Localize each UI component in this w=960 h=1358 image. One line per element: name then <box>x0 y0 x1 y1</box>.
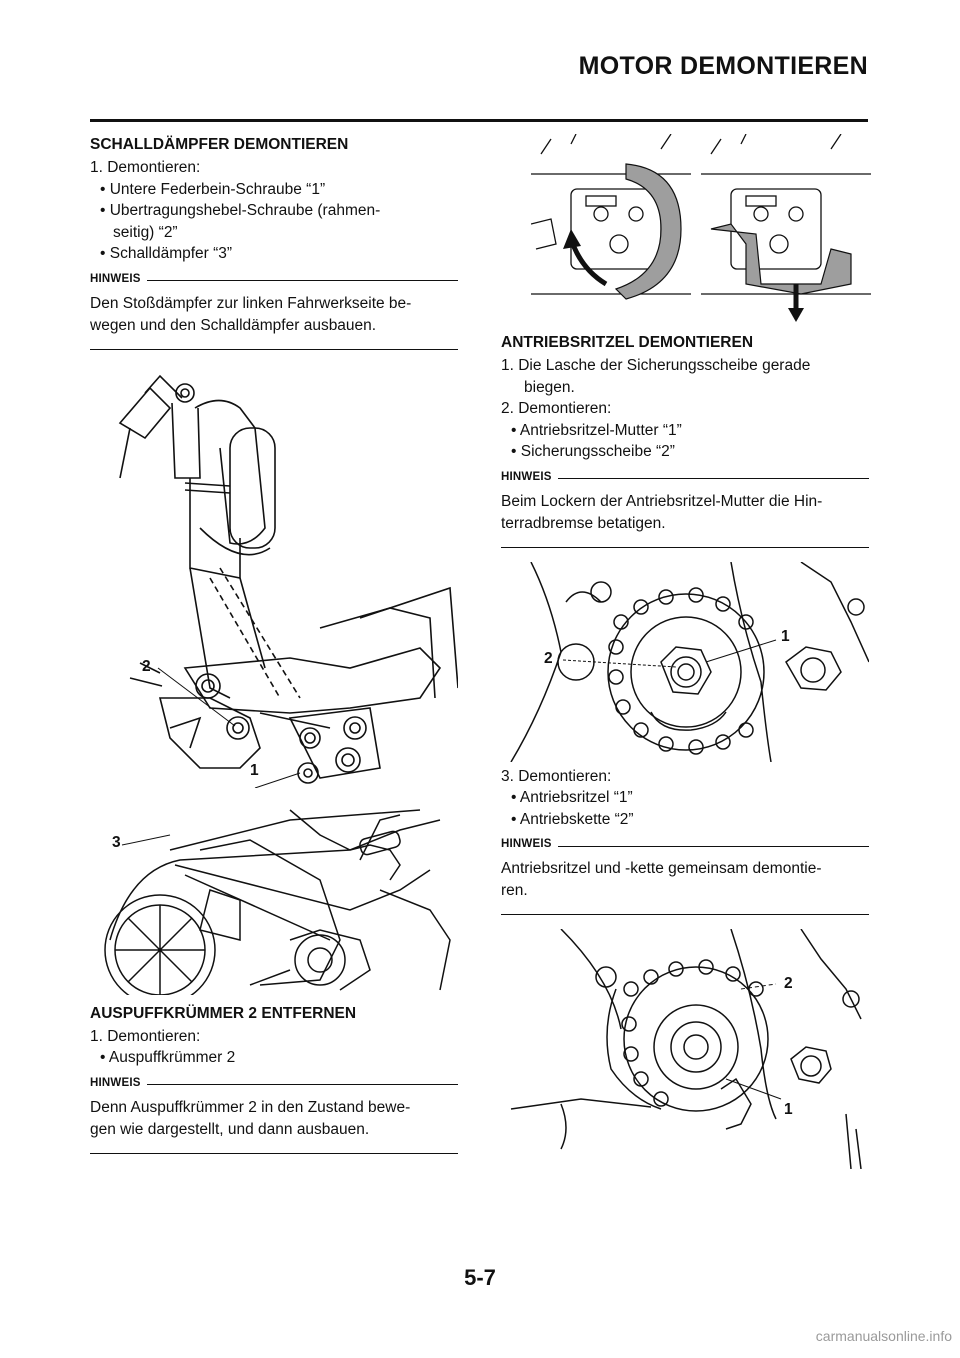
note-line: Antriebsritzel und -kette gemeinsam demo… <box>501 860 822 877</box>
bullet-item-continued: seitig) “2” <box>113 223 178 241</box>
hinweis-rule <box>146 280 458 281</box>
hinweis-rule <box>146 1084 458 1085</box>
muffler-illustration <box>104 808 451 995</box>
callout-2: 2 <box>142 657 151 675</box>
callout-1: 1 <box>781 627 790 645</box>
section-title-schalldaempfer: SCHALLDÄMPFER DEMONTIEREN <box>90 136 349 153</box>
step-text: 2. Demontieren: <box>501 400 612 417</box>
hinweis-label: HINWEIS <box>501 838 552 850</box>
exhaust-pipe-illustration <box>531 134 871 322</box>
note-text: Den Stoßdämpfer zur linken Fahrwerkseite… <box>90 293 458 337</box>
hinweis-header: HINWEIS <box>501 838 869 850</box>
note-end-rule <box>501 546 869 548</box>
callout-1: 1 <box>250 761 259 779</box>
bullet-item: • Antriebskette “2” <box>511 810 634 828</box>
hinweis-label: HINWEIS <box>90 1076 141 1089</box>
section-title-auspuffkruemmer: AUSPUFFKRÜMMER 2 ENTFERNEN <box>90 1004 357 1022</box>
shock-absorber-figure: 2 1 <box>90 368 458 788</box>
step-text-continued: biegen. <box>524 378 575 396</box>
bullet-item: • Ubertragungshebel-Schraube (rahmen- <box>100 202 381 219</box>
sprocket-nut-illustration <box>510 561 869 762</box>
hinweis-label: HINWEIS <box>90 272 141 285</box>
shock-absorber-illustration <box>118 374 458 788</box>
note-text: Denn Auspuffkrümmer 2 in den Zustand bew… <box>90 1097 458 1141</box>
callout-2: 2 <box>784 975 793 992</box>
bullet-item: • Schalldämpfer “3” <box>100 245 233 262</box>
sprocket-chain-illustration <box>510 929 862 1169</box>
bullet-item: • Auspuffkrümmer 2 <box>100 1049 236 1066</box>
sprocket-nut-figure: 1 2 <box>501 561 869 762</box>
note-text: Antriebsritzel und -kette gemeinsam demo… <box>501 858 869 902</box>
bullet-item: • Untere Federbein-Schraube “1” <box>100 180 326 198</box>
note-end-rule <box>501 914 869 915</box>
section-title-antriebsritzel: ANTRIEBSRITZEL DEMONTIEREN <box>501 334 754 351</box>
note-line: wegen und den Schalldämpfer ausbauen. <box>90 316 377 334</box>
left-column: SCHALLDÄMPFER DEMONTIEREN 1. Demontieren… <box>90 134 458 1154</box>
right-column: ANTRIEBSRITZEL DEMONTIEREN 1. Die Lasche… <box>501 134 871 1169</box>
muffler-figure: 3 <box>90 790 458 995</box>
note-line: ren. <box>501 882 528 899</box>
step-text: 1. Demontieren: <box>90 1027 201 1045</box>
hinweis-header: HINWEIS <box>501 471 869 483</box>
hinweis-header: HINWEIS <box>90 1077 458 1089</box>
exhaust-pipe-figure <box>531 134 871 324</box>
watermark: carmanualsonline.info <box>815 1328 952 1344</box>
note-line: Beim Lockern der Antriebsritzel-Mutter d… <box>501 492 823 510</box>
step-text: 1. Die Lasche der Sicherungsscheibe gera… <box>501 357 811 374</box>
note-end-rule <box>90 1152 458 1154</box>
hinweis-header: HINWEIS <box>90 273 458 285</box>
bullet-item: • Sicherungsscheibe “2” <box>511 443 675 460</box>
callout-3: 3 <box>112 833 121 851</box>
hinweis-rule <box>557 845 869 847</box>
bullet-item: • Antriebsritzel-Mutter “1” <box>511 421 682 439</box>
note-line: Denn Auspuffkrümmer 2 in den Zustand bew… <box>90 1098 411 1116</box>
note-line: terradbremse betatigen. <box>501 514 666 532</box>
note-line: Den Stoßdämpfer zur linken Fahrwerkseite… <box>90 294 412 312</box>
note-text: Beim Lockern der Antriebsritzel-Mutter d… <box>501 491 869 535</box>
bullet-item: • Antriebsritzel “1” <box>511 789 633 806</box>
page-title: MOTOR DEMONTIEREN <box>578 52 868 80</box>
note-end-rule <box>90 348 458 350</box>
page-number: 5-7 <box>464 1265 496 1290</box>
callout-1: 1 <box>784 1101 793 1118</box>
hinweis-label: HINWEIS <box>501 470 552 483</box>
header-rule <box>90 119 868 122</box>
hinweis-rule <box>557 478 869 479</box>
sprocket-chain-figure: 2 1 <box>501 929 869 1169</box>
step-text: 3. Demontieren: <box>501 767 612 785</box>
callout-2: 2 <box>544 649 553 667</box>
note-line: gen wie dargestellt, und dann ausbauen. <box>90 1120 370 1138</box>
step-text: 1. Demontieren: <box>90 159 201 176</box>
